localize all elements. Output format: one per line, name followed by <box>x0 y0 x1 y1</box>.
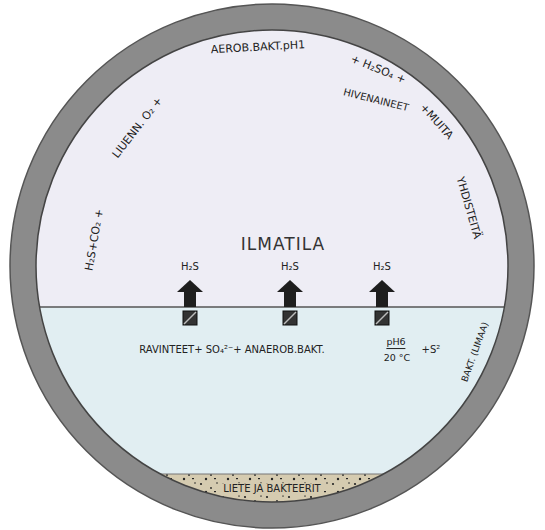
region-fill <box>36 30 508 307</box>
gas-label: H₂S <box>373 261 391 273</box>
process-formula: RAVINTEET+ SO₄²⁻+ ANAEROB.BAKT. <box>139 344 324 356</box>
region-shape <box>40 307 505 474</box>
sludge-texture <box>30 474 520 514</box>
air-space: ILMATILA <box>36 30 508 307</box>
pipe-bore <box>36 30 508 502</box>
ph-value: pH6 <box>386 337 405 349</box>
water-band: RAVINTEET+ SO₄²⁻+ ANAEROB.BAKT. pH6 20 °C +… <box>40 307 505 474</box>
water-surface <box>40 306 504 308</box>
region-shape <box>36 30 508 307</box>
process-formula: +S² <box>422 344 441 356</box>
gas-arrow <box>177 280 203 325</box>
gas-label: H₂S <box>281 261 299 273</box>
pipe-inner-edge <box>36 30 508 502</box>
region-fill <box>40 307 505 474</box>
region-name: ILMATILA <box>241 235 325 255</box>
pipe-wall <box>10 4 534 528</box>
region-name: LIETE JA BAKTEERIT <box>220 483 323 495</box>
sludge-surface <box>40 474 504 475</box>
gas-arrow <box>369 280 395 325</box>
gas-arrow <box>277 280 303 325</box>
gas-label: H₂S <box>181 261 199 273</box>
temperature-value: 20 °C <box>384 353 411 364</box>
